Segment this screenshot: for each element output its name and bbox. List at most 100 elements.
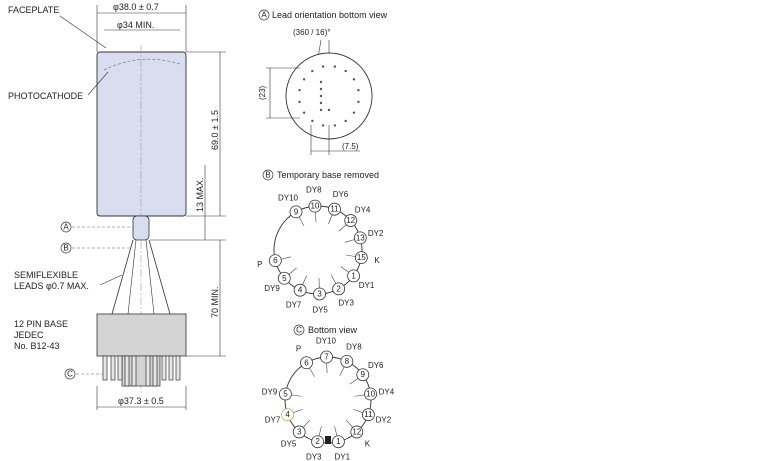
photocathode-label: PHOTOCATHODE	[8, 91, 83, 101]
svg-text:A: A	[261, 11, 267, 20]
pin-label: DY7	[265, 416, 281, 425]
pin-number: 5	[282, 274, 287, 283]
pin-label: DY6	[333, 190, 349, 199]
lead-dot	[352, 111, 356, 114]
pin-circle	[340, 354, 354, 368]
pin-number: 12	[346, 216, 355, 225]
pin-circle	[300, 356, 313, 370]
pin-circle	[364, 387, 377, 401]
pin-label: DY3	[306, 453, 322, 461]
pin-number: 5	[283, 390, 288, 399]
pin-number: 4	[285, 410, 290, 419]
pin-number: 1	[336, 437, 341, 446]
pin-circle	[277, 271, 291, 285]
view-a-width-dim: (7.5)	[342, 142, 359, 151]
marker-c	[64, 368, 76, 380]
pin-number: 6	[273, 256, 278, 265]
lead-dot	[321, 65, 325, 68]
svg-text:C: C	[67, 370, 73, 379]
pin-number: 3	[317, 289, 322, 298]
pin-circle	[313, 287, 326, 301]
pin-number: 8	[345, 357, 350, 366]
pin-circle	[308, 199, 322, 213]
tube-length-label: 69.0 ± 1.5	[210, 110, 220, 150]
pin-label: DY8	[306, 186, 322, 195]
base-pins	[102, 355, 181, 387]
lead-dot	[298, 100, 301, 104]
pin-label: DY5	[312, 305, 328, 314]
pin-label: DY1	[334, 453, 350, 461]
lead-dot	[321, 124, 325, 127]
lead-dot	[333, 124, 337, 127]
pin-number: 2	[336, 284, 341, 293]
faceplate-label: FACEPLATE	[8, 5, 59, 15]
pin-circle	[332, 282, 346, 296]
lead-dot	[298, 88, 301, 92]
view-a-title: Lead orientation bottom view	[272, 10, 388, 20]
view-a-height-dim: (23)	[258, 85, 267, 100]
view-a-lead-orientation: A Lead orientation bottom view (360 / 16…	[258, 9, 388, 155]
svg-text:C: C	[296, 326, 302, 335]
pin-circle	[347, 269, 360, 283]
photocathode-curve	[103, 58, 181, 71]
lead-dot	[319, 94, 323, 98]
pin-number: 6	[304, 358, 309, 367]
marker-b	[60, 242, 72, 254]
svg-text:A: A	[63, 223, 69, 232]
leads-label-line2: LEADS φ0.7 MAX.	[14, 281, 89, 291]
lead-dot	[357, 100, 360, 104]
pin-label: DY7	[286, 300, 302, 309]
inner-diameter-label: φ34 MIN.	[117, 20, 154, 30]
pin-circle	[311, 435, 324, 449]
tube-body	[96, 51, 187, 217]
pin-number: 11	[364, 410, 373, 419]
pin-number: 10	[310, 202, 319, 211]
pin-circle	[353, 231, 367, 245]
pin-circle	[332, 435, 345, 449]
leads-label-line1: SEMIFLEXIBLE	[14, 270, 78, 280]
pin-number: 15	[357, 253, 366, 262]
pin-label: DY9	[264, 284, 280, 293]
pin-circle	[279, 387, 292, 401]
view-b-base-removed: B Temporary base removed 9DY1010DY811DY6…	[257, 169, 384, 314]
pin-circle	[328, 202, 341, 216]
svg-text:B: B	[265, 171, 270, 180]
lead-dot	[319, 108, 323, 112]
lead-dot	[311, 69, 314, 73]
pin-number: 9	[294, 207, 299, 216]
pin-label: P	[296, 344, 301, 353]
pin-circle	[362, 408, 375, 422]
lead-dot	[319, 87, 323, 91]
pin-circle	[320, 350, 333, 364]
pin-circle	[354, 251, 368, 265]
pin-label: DY2	[368, 229, 384, 238]
lead-dot	[319, 101, 323, 105]
pin-circle	[356, 368, 370, 382]
lead-dot	[311, 119, 314, 123]
lead-dot	[319, 80, 323, 84]
base-label-line2: JEDEC	[14, 330, 44, 340]
lead-dot	[344, 119, 347, 123]
pin-circle	[292, 425, 306, 439]
pin-label: DY4	[355, 205, 371, 214]
view-c-key	[325, 436, 331, 444]
pin-number: 3	[297, 427, 302, 436]
lead-dot	[302, 111, 306, 114]
pin-number: 1	[351, 271, 356, 280]
tube-side-view: φ38.0 ± 0.7 φ34 MIN. FACEPLATE PHOTOCATH…	[8, 2, 226, 410]
pin-circle	[293, 283, 307, 297]
view-a-angle: (360 / 16)°	[293, 28, 330, 37]
outer-diameter-label: φ38.0 ± 0.7	[113, 2, 159, 12]
pin-number: 2	[315, 437, 320, 446]
base-label-line1: 12 PIN BASE	[14, 319, 68, 329]
neck-max-label: 13 MAX.	[195, 177, 205, 212]
pin-circle	[281, 408, 294, 422]
pin-circle	[350, 425, 364, 439]
lead-dot	[344, 69, 347, 73]
pin-label: DY2	[376, 416, 392, 425]
pin-label: DY9	[262, 387, 278, 396]
lead-dot	[327, 108, 331, 112]
lead-dot	[302, 78, 306, 81]
